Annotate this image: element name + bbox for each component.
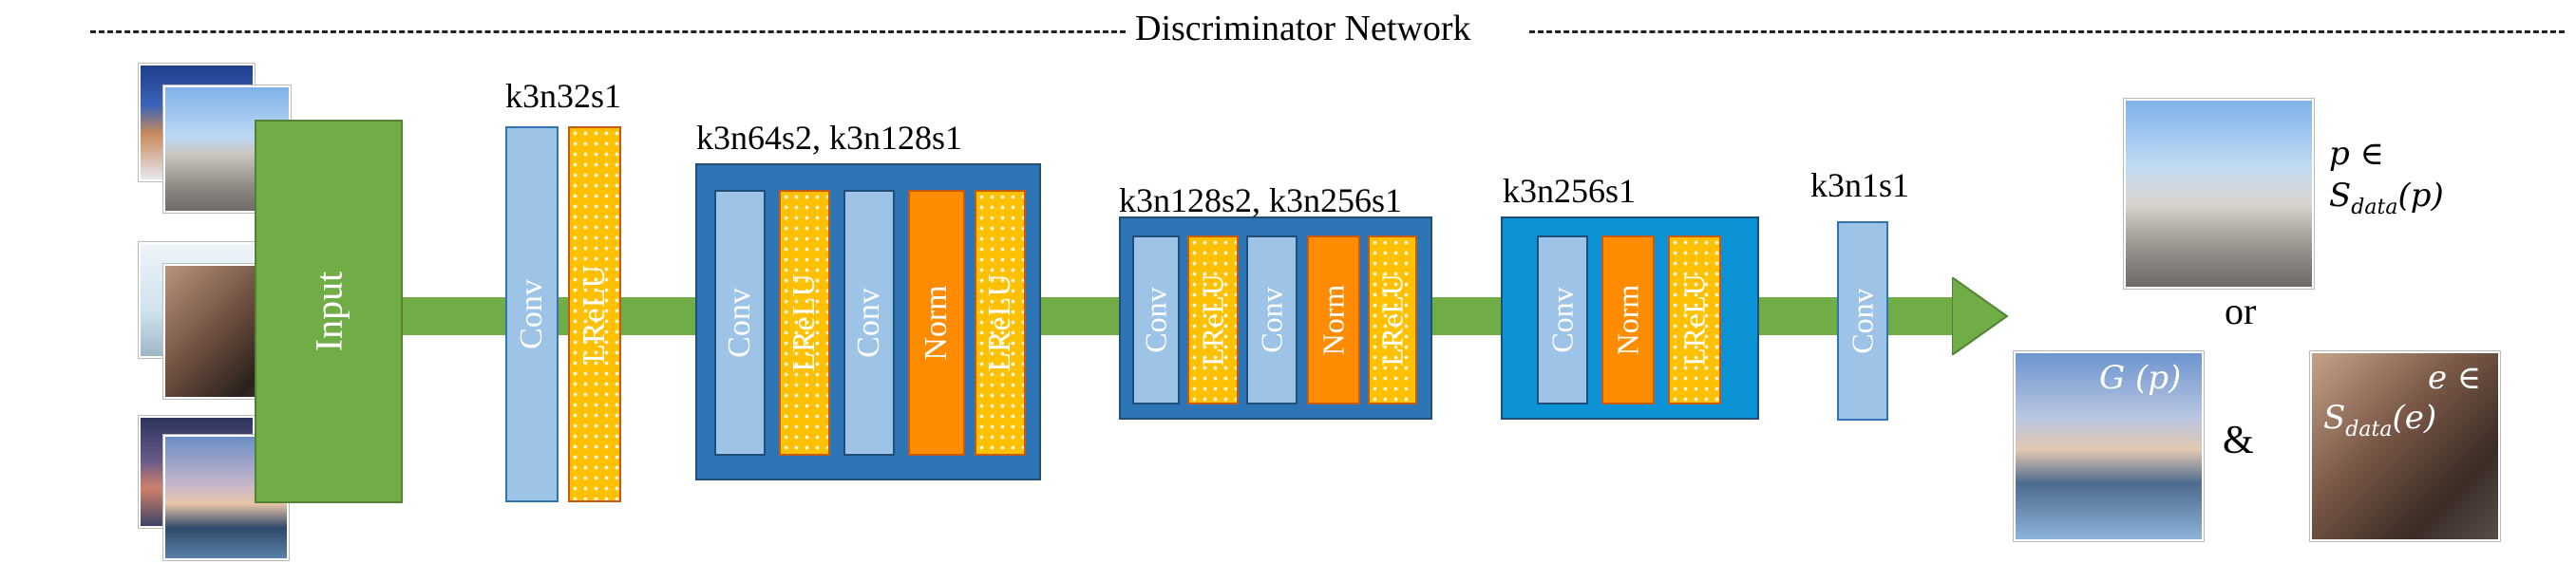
lrelu-layer-2b-label: LReLU	[982, 273, 1017, 372]
lrelu-layer-3a: LReLU	[1187, 235, 1239, 404]
lrelu-layer-3a-label: LReLU	[1195, 273, 1230, 367]
stage-label-5: k3n1s1	[1810, 166, 1910, 204]
ampersand-text: &	[2223, 419, 2254, 462]
output-image-generated-city	[2014, 351, 2204, 541]
conv-layer-2b: Conv	[843, 190, 895, 456]
input-block: Input	[255, 120, 403, 503]
s-data-p-arg: (p)	[2397, 177, 2444, 215]
norm-layer-2: Norm	[908, 190, 965, 456]
output-image-school	[2124, 99, 2314, 289]
diagram-title: Discriminator Network	[1135, 9, 1471, 48]
generated-label: G (p)	[2099, 359, 2181, 397]
norm-layer-3-label: Norm	[1316, 284, 1351, 356]
stage-label-1: k3n32s1	[505, 77, 622, 115]
lrelu-layer-2a: LReLU	[779, 190, 830, 456]
lrelu-layer-2b: LReLU	[975, 190, 1026, 456]
conv-layer-3a: Conv	[1132, 235, 1180, 404]
e-in-text: e ∈	[2428, 359, 2482, 397]
norm-layer-3: Norm	[1307, 235, 1360, 404]
conv-layer-2b-label: Conv	[851, 288, 886, 358]
conv-layer-4-label: Conv	[1544, 287, 1580, 353]
conv-layer-5-label: Conv	[1845, 288, 1880, 354]
conv-layer-5: Conv	[1837, 221, 1888, 421]
s-data-e-s: S	[2323, 399, 2346, 437]
lrelu-layer-1-label: LReLU	[577, 265, 612, 364]
lrelu-layer-3b-label: LReLU	[1374, 273, 1410, 367]
s-data-e-sub: data	[2345, 417, 2393, 442]
conv-layer-3a-label: Conv	[1138, 287, 1173, 353]
lrelu-layer-1: LReLU	[568, 126, 621, 502]
s-data-e-arg: (e)	[2392, 399, 2437, 437]
edge-set-label-e: e ∈	[2428, 359, 2481, 397]
s-data-p-sub: data	[2351, 195, 2398, 219]
stage-label-3: k3n128s2, k3n256s1	[1119, 181, 1403, 219]
conv-layer-1-label: Conv	[514, 279, 549, 349]
norm-layer-4: Norm	[1601, 235, 1655, 404]
lrelu-layer-2a-label: LReLU	[786, 273, 822, 372]
conv-layer-2a: Conv	[714, 190, 766, 456]
or-text: or	[2225, 290, 2257, 332]
input-label: Input	[307, 271, 350, 352]
flow-arrow-head	[1952, 277, 2009, 355]
conv-layer-1: Conv	[505, 126, 559, 502]
lrelu-layer-4: LReLU	[1668, 235, 1721, 404]
conv-layer-4: Conv	[1537, 235, 1588, 404]
conv-layer-2a-label: Conv	[722, 288, 757, 358]
lrelu-layer-4-label: LReLU	[1676, 273, 1712, 367]
stage-label-2: k3n64s2, k3n128s1	[696, 119, 963, 157]
conv-layer-3b-label: Conv	[1254, 287, 1289, 353]
real-photo-set-label: p ∈	[2329, 135, 2384, 173]
s-data-e-label: Sdata(e)	[2323, 399, 2436, 442]
title-dash-right	[1529, 30, 2565, 33]
p-in-text: p ∈	[2329, 135, 2384, 173]
norm-layer-4-label: Norm	[1610, 284, 1645, 356]
g-p-text: G (p)	[2099, 359, 2182, 397]
lrelu-layer-3b: LReLU	[1368, 235, 1417, 404]
title-dash-left	[90, 30, 1126, 33]
output-image-edge-smoothed	[2310, 351, 2500, 541]
s-data-p-s: S	[2329, 177, 2352, 215]
norm-layer-2-label: Norm	[919, 285, 954, 361]
s-data-p-label: Sdata(p)	[2329, 177, 2444, 219]
conv-layer-3b: Conv	[1246, 235, 1297, 404]
stage-label-4: k3n256s1	[1503, 172, 1637, 210]
